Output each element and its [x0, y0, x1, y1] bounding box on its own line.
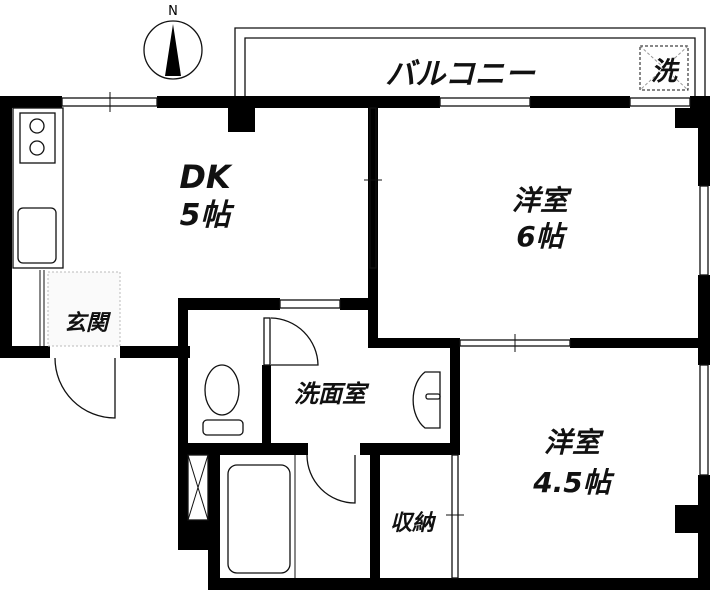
windows: [61, 92, 709, 579]
dk-room-size: 5帖: [180, 198, 236, 233]
washroom-label: 洗面室: [294, 380, 370, 408]
toilet-door-icon: [270, 317, 319, 366]
western-room-4-5-size: 4.5帖: [532, 466, 615, 499]
bathroom: [227, 454, 356, 578]
sink-icon: [17, 207, 57, 264]
compass-north-label: N: [168, 4, 178, 19]
western-room-6-size: 6帖: [516, 220, 567, 253]
entrance-door-icon: [54, 357, 116, 419]
toilet: [187, 317, 319, 521]
toilet-icon: [204, 364, 240, 416]
washroom: 洗面室: [294, 371, 441, 429]
storage-label: 収納: [390, 510, 437, 536]
stove-burner-icon: [29, 118, 45, 134]
washbasin-icon: [412, 371, 441, 429]
north-compass-icon: N: [143, 4, 203, 80]
bath-door-icon: [306, 454, 356, 504]
western-room-4-5-name: 洋室: [544, 426, 604, 459]
western-room-6-name: 洋室: [512, 184, 572, 217]
entrance-label: 玄関: [64, 310, 112, 336]
stove-burner-icon: [29, 140, 45, 156]
washer-space-label: 洗: [651, 57, 680, 87]
vent-shaft: [187, 454, 209, 521]
dk-room-name: DK: [179, 158, 233, 196]
kitchen-counter: [12, 107, 64, 269]
balcony: バルコニー 洗: [234, 27, 706, 96]
bathtub-icon: [227, 464, 291, 574]
entrance: 玄関: [39, 270, 121, 419]
walls: [0, 96, 710, 590]
balcony-label: バルコニー: [385, 57, 535, 92]
